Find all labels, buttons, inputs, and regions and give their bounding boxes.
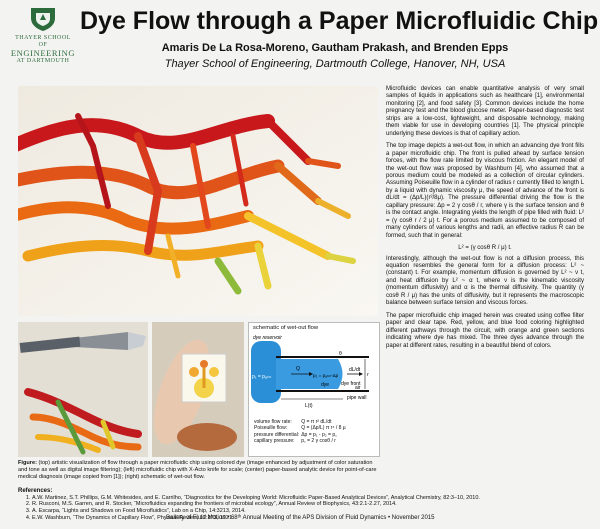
caption-text: (top) artistic visualization of flow thr…	[18, 460, 377, 480]
label-air: air	[355, 385, 361, 391]
label-dye-front: dye front	[341, 381, 361, 387]
reference-item: R. Rusconi, M.S. Garren, and R. Stocker,…	[32, 501, 588, 508]
logo-line-1: THAYER SCHOOL OF	[15, 35, 71, 48]
washburn-equation: L² = (γ cosθ R / μ) t.	[458, 245, 512, 252]
label-r: r	[367, 372, 369, 378]
logo-line-2: ENGINEERING	[10, 48, 76, 58]
thayer-logo: THAYER SCHOOL OF ENGINEERING AT DARTMOUT…	[10, 6, 76, 65]
chip-with-knife-image	[18, 322, 148, 457]
definition-row: capillary pressure: p꜀ = 2 γ cosθ / r	[254, 438, 348, 444]
label-p2: p₂ = pₐₜₘ-Δp	[313, 373, 339, 378]
schematic-definitions: volume flow rate: Q = π r² dL/dt Poiseuil…	[254, 419, 348, 445]
definition-key: Poiseuille flow:	[254, 425, 288, 432]
label-q: Q	[296, 366, 300, 372]
paragraph-washburn: The top image depicts a wet-out flow, in…	[386, 143, 584, 239]
definition-row: Poiseuille flow: Q = (Δp/L) π r⁴ / 8 μ	[254, 425, 348, 431]
poster-title: Dye Flow through a Paper Microfluidic Ch…	[80, 7, 599, 35]
poster-footer: Gallery of Fluid Motion • 68ᵗʰ Annual Me…	[165, 515, 435, 521]
reference-item: A. Escarpa, “Lights and Shadows on Food …	[32, 508, 588, 515]
label-length: L(t)	[305, 403, 313, 409]
poster-authors: Amaris De La Rosa-Moreno, Gautham Prakas…	[161, 42, 509, 54]
label-dldt: dL/dt	[349, 367, 361, 373]
definition-row: volume flow rate: Q = π r² dL/dt	[254, 419, 348, 425]
label-dye: dye	[321, 382, 329, 388]
schematic-title: schematic of wet-out flow	[253, 325, 319, 331]
label-p1: p₁ = pₐₜₘ	[252, 374, 271, 380]
label-theta: θ	[339, 351, 342, 357]
figure-caption: Figure: (top) artistic visualization of …	[18, 460, 380, 480]
references-section: References: A.W. Martinez, S.T. Phillips…	[18, 488, 588, 522]
definition-value: p꜀ = 2 γ cosθ / r	[301, 438, 336, 445]
definition-key: capillary pressure:	[254, 438, 295, 445]
definition-key: pressure differential:	[254, 431, 300, 438]
shield-icon	[31, 8, 55, 31]
definition-value: Q = π r² dL/dt	[301, 419, 332, 425]
definition-row: pressure differential:Δp = p₁ - p₂ = p꜀	[254, 432, 348, 438]
paragraph-intro: Microfluidic devices can enable quantita…	[386, 86, 584, 137]
paper-diagnostic-device-image	[152, 322, 244, 457]
poster-affiliation: Thayer School of Engineering, Dartmouth …	[164, 58, 506, 70]
definition-key: volume flow rate:	[254, 419, 292, 425]
references-heading: References:	[18, 488, 53, 494]
wet-out-flow-schematic: schematic of wet-out flow dye reservoir …	[248, 322, 380, 457]
label-dye-reservoir: dye reservoir	[253, 335, 282, 341]
definition-value: Δp = p₁ - p₂ = p꜀	[301, 431, 337, 438]
references-list: A.W. Martinez, S.T. Phillips, G.M. White…	[18, 495, 588, 522]
reference-item: E.W. Washburn, “The Dynamics of Capillar…	[32, 515, 588, 522]
paragraph-diffusion: Interestingly, although the wet-out flow…	[386, 255, 584, 307]
paragraph-chip: The paper microfluidic chip imaged herei…	[386, 312, 584, 349]
reference-item: A.W. Martinez, S.T. Phillips, G.M. White…	[32, 495, 588, 502]
label-pipe-wall: pipe wall	[347, 395, 366, 401]
body-text-column: Microfluidic devices can enable quantita…	[386, 86, 584, 355]
definition-value: Q = (Δp/L) π r⁴ / 8 μ	[301, 425, 346, 432]
logo-line-3: AT DARTMOUTH	[16, 58, 70, 64]
caption-label: Figure:	[18, 460, 37, 466]
hero-dye-flow-image	[18, 86, 378, 316]
